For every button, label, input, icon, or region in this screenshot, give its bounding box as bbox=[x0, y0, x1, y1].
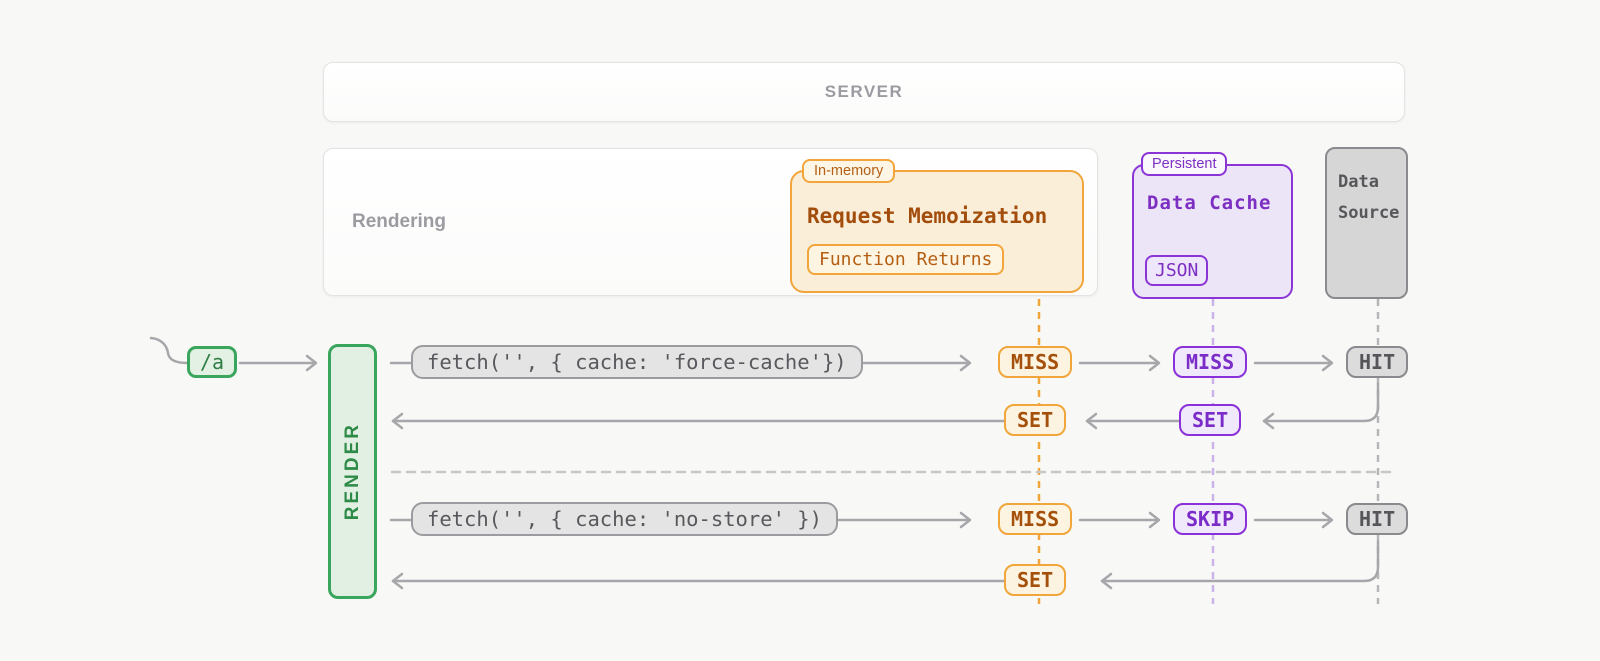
data-source-title: Data Source bbox=[1338, 172, 1400, 224]
row1-source-return-line bbox=[1262, 382, 1380, 423]
fetch-force-cache-pill: fetch('', { cache: 'force-cache'}) bbox=[411, 345, 863, 379]
request-memoization-title: Request Memoization bbox=[807, 204, 1048, 228]
row2-memo-set-badge: SET bbox=[1004, 564, 1067, 596]
row1-cache-miss-badge: MISS bbox=[1173, 346, 1248, 378]
rendering-label: Rendering bbox=[352, 211, 446, 232]
function-returns-chip: Function Returns bbox=[807, 244, 1005, 275]
json-chip: JSON bbox=[1145, 255, 1209, 286]
data-source-box: Data Source bbox=[1325, 147, 1408, 299]
row2-cache-skip-badge: SKIP bbox=[1173, 503, 1248, 535]
row1-memo-set-badge: SET bbox=[1004, 404, 1067, 436]
data-cache-box: Persistent Data Cache JSON bbox=[1132, 152, 1293, 299]
row2-source-hit-badge: HIT bbox=[1346, 503, 1409, 535]
data-cache-title: Data Cache bbox=[1147, 192, 1272, 214]
route-badge: /a bbox=[187, 346, 238, 378]
route-hook-line bbox=[149, 336, 189, 365]
persistent-tag: Persistent bbox=[1141, 152, 1228, 176]
in-memory-tag: In-memory bbox=[802, 159, 896, 183]
row1-memo-miss-badge: MISS bbox=[998, 346, 1073, 378]
row1-source-hit-badge: HIT bbox=[1346, 346, 1409, 378]
row1-cache-set-badge: SET bbox=[1179, 404, 1242, 436]
render-bar: RENDER bbox=[328, 344, 377, 599]
fetch-no-store-pill: fetch('', { cache: 'no-store' }) bbox=[411, 502, 838, 536]
request-memoization-box: In-memory Request Memoization Function R… bbox=[790, 159, 1084, 293]
row2-memo-miss-badge: MISS bbox=[998, 503, 1073, 535]
server-panel: SERVER bbox=[323, 62, 1405, 122]
render-label: RENDER bbox=[341, 422, 363, 521]
server-label: SERVER bbox=[824, 82, 904, 101]
row2-source-return-line bbox=[1100, 539, 1380, 583]
